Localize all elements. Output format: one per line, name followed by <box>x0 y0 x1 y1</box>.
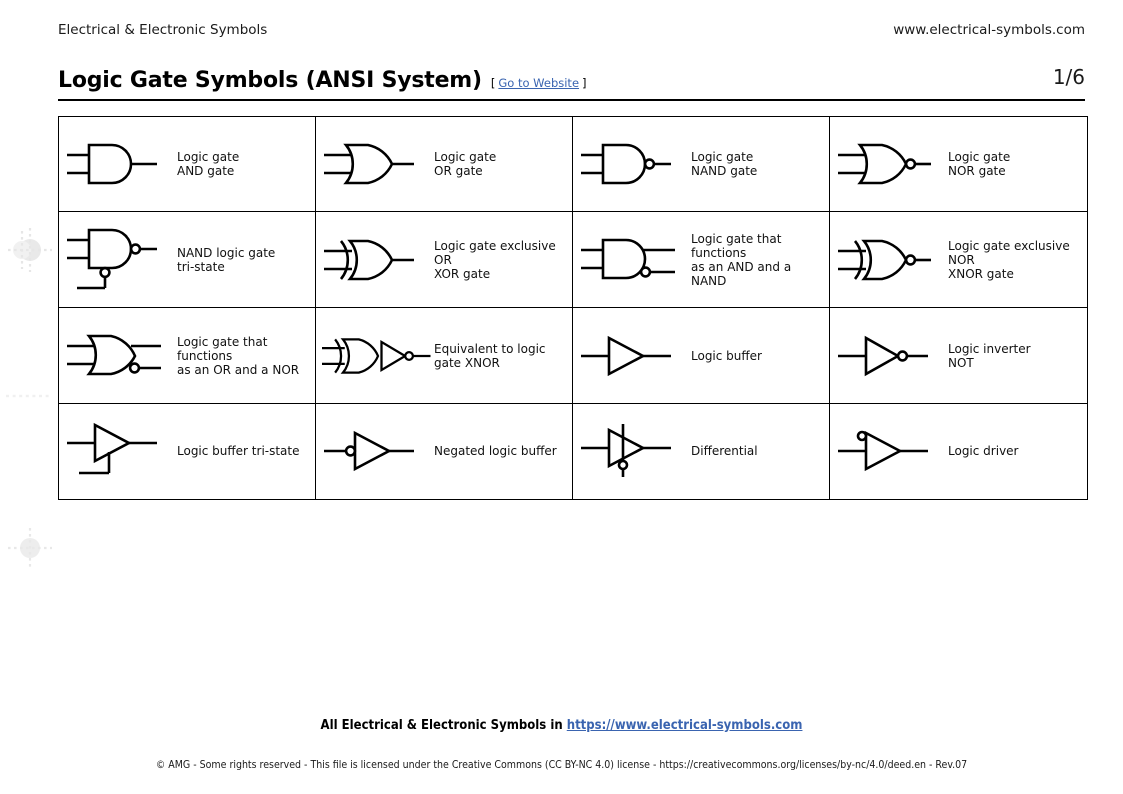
symbol-label: Logic buffer <box>691 348 762 363</box>
xor-plus-inverter-icon <box>316 325 434 387</box>
symbol-label: Logic gate NOR gate <box>948 150 1011 179</box>
symbol-label: Logic inverter NOT <box>948 341 1031 370</box>
symbol-label: Logic driver <box>948 444 1019 459</box>
symbol-cell-nand-gate[interactable]: Logic gate NAND gate <box>572 116 831 213</box>
page-title: Logic Gate Symbols (ANSI System) <box>58 68 482 93</box>
symbol-cell-and-nand-dual[interactable]: Logic gate that functions as an AND and … <box>572 211 831 309</box>
bracket-open: [ <box>490 76 496 90</box>
go-to-website-wrapper: [Go to Website] <box>491 76 587 90</box>
symbol-label: Logic gate that functions as an AND and … <box>691 231 792 288</box>
symbol-cell-or-gate[interactable]: Logic gate OR gate <box>315 116 574 213</box>
page-number: 1/6 <box>1052 65 1085 89</box>
go-to-website-link[interactable]: Go to Website <box>498 76 580 90</box>
symbol-cell-differential[interactable]: Differential <box>572 403 831 500</box>
symbol-label: Logic gate NAND gate <box>691 150 758 179</box>
symbol-cell-negated-buffer[interactable]: Negated logic buffer <box>315 403 574 500</box>
header-left-text: Electrical & Electronic Symbols <box>58 22 268 38</box>
symbol-cell-nand-gate-tristate[interactable]: NAND logic gate tri-state <box>58 211 317 309</box>
symbol-grid: Logic gate AND gate Logic gate OR gate <box>58 116 1088 500</box>
nor-gate-icon <box>830 133 948 195</box>
symbol-label: Logic gate exclusive OR XOR gate <box>434 238 556 281</box>
symbol-cell-logic-driver[interactable]: Logic driver <box>829 403 1088 500</box>
logic-inverter-icon <box>830 325 948 387</box>
differential-icon <box>573 415 691 487</box>
symbol-cell-xnor-gate[interactable]: Logic gate exclusive NOR XNOR gate <box>829 211 1088 309</box>
header-divider <box>58 99 1085 101</box>
xnor-gate-icon <box>830 229 948 291</box>
page-title-row: Logic Gate Symbols (ANSI System) [Go to … <box>58 68 587 93</box>
logic-buffer-tristate-icon <box>59 415 177 487</box>
and-nand-dual-output-icon <box>573 229 691 291</box>
symbol-label: Logic gate AND gate <box>177 150 240 179</box>
symbol-label: Logic buffer tri-state <box>177 444 300 459</box>
symbol-cell-xor-gate[interactable]: Logic gate exclusive OR XOR gate <box>315 211 574 309</box>
symbol-label: NAND logic gate tri-state <box>177 245 276 274</box>
xor-gate-icon <box>316 229 434 291</box>
footer-website-link[interactable]: https://www.electrical-symbols.com <box>566 718 803 733</box>
bracket-close: ] <box>582 76 587 90</box>
logic-buffer-icon <box>573 325 691 387</box>
symbol-label: Logic gate OR gate <box>434 150 497 179</box>
symbol-cell-nor-gate[interactable]: Logic gate NOR gate <box>829 116 1088 213</box>
registration-mark-icon <box>8 228 52 272</box>
nand-gate-icon <box>573 133 691 195</box>
symbol-label: Logic gate exclusive NOR XNOR gate <box>948 238 1070 281</box>
logic-driver-icon <box>830 420 948 482</box>
symbol-cell-inverter[interactable]: Logic inverter NOT <box>829 307 1088 405</box>
registration-mark-icon-2 <box>8 528 52 568</box>
symbol-label: Equivalent to logic gate XNOR <box>434 341 546 370</box>
and-gate-icon <box>59 133 177 195</box>
footer-main-prefix: All Electrical & Electronic Symbols in <box>320 718 567 733</box>
nand-gate-tristate-icon <box>59 222 177 298</box>
header-website-text: www.electrical-symbols.com <box>893 22 1085 38</box>
footer-main: All Electrical & Electronic Symbols in h… <box>0 718 1123 733</box>
symbol-label: Logic gate that functions as an OR and a… <box>177 334 300 377</box>
or-gate-icon <box>316 133 434 195</box>
symbol-cell-buffer[interactable]: Logic buffer <box>572 307 831 405</box>
symbol-cell-xor-plus-inverter[interactable]: Equivalent to logic gate XNOR <box>315 307 574 405</box>
footer-copyright: © AMG - Some rights reserved - This file… <box>155 759 968 771</box>
registration-mark-dashes-icon <box>6 394 52 398</box>
symbol-cell-and-gate[interactable]: Logic gate AND gate <box>58 116 317 213</box>
symbol-label: Negated logic buffer <box>434 444 557 459</box>
symbol-label: Differential <box>691 444 758 459</box>
symbol-cell-buffer-tristate[interactable]: Logic buffer tri-state <box>58 403 317 500</box>
or-nor-dual-output-icon <box>59 325 177 387</box>
negated-logic-buffer-icon <box>316 420 434 482</box>
symbol-cell-or-nor-dual[interactable]: Logic gate that functions as an OR and a… <box>58 307 317 405</box>
